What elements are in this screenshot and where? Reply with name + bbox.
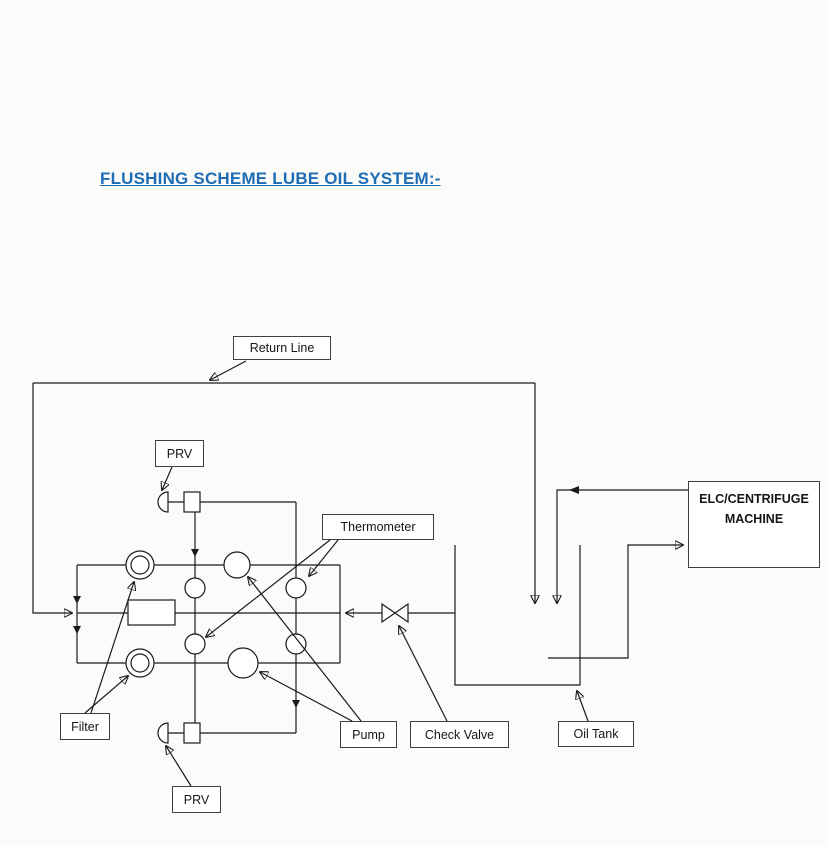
thermometer-symbol-2 — [285, 577, 307, 599]
pump-symbol-bottom — [227, 647, 259, 679]
oil-tank-label-arrow — [577, 691, 589, 722]
thermometer-symbol-1 — [184, 577, 206, 599]
check-valve-symbol — [381, 602, 409, 624]
elc-centrifuge-machine-box: ELC/CENTRIFUGE MACHINE — [688, 481, 820, 568]
prv-bottom-label: PRV — [172, 786, 221, 813]
prv-top-label-arrow — [162, 466, 173, 490]
prv-symbol-bottom — [157, 722, 201, 744]
elc-label-line1: ELC/CENTRIFUGE — [699, 492, 809, 506]
inline-strainer-box — [127, 599, 176, 626]
filter-label-arrows — [84, 582, 134, 714]
check-valve-label-arrow — [399, 626, 448, 722]
thermometer-symbol-4 — [285, 633, 307, 655]
filter-symbol-bottom — [125, 648, 155, 678]
thermometer-symbol-3 — [184, 633, 206, 655]
thermometer-label: Thermometer — [322, 514, 434, 540]
filter-symbol-top — [125, 550, 155, 580]
thermometer-label-arrows — [206, 539, 339, 637]
pump-label: Pump — [340, 721, 397, 748]
oil-tank-symbol — [454, 545, 581, 686]
check-valve-label: Check Valve — [410, 721, 509, 748]
prv-bottom-label-arrow — [166, 746, 192, 787]
pump-label-arrows — [248, 577, 362, 722]
page-title: FLUSHING SCHEME LUBE OIL SYSTEM:- — [100, 169, 441, 188]
oil-tank-label: Oil Tank — [558, 721, 634, 747]
pump-symbol-top — [223, 551, 251, 579]
manifold-block — [73, 501, 341, 734]
elc-piping — [548, 486, 688, 659]
return-line-label: Return Line — [233, 336, 331, 360]
return-line-label-arrow — [210, 360, 247, 380]
prv-symbol-top — [157, 491, 201, 513]
elc-label-line2: MACHINE — [724, 512, 784, 526]
return-line-pipe — [32, 382, 535, 613]
prv-top-label: PRV — [155, 440, 204, 467]
filter-label: Filter — [60, 713, 110, 740]
